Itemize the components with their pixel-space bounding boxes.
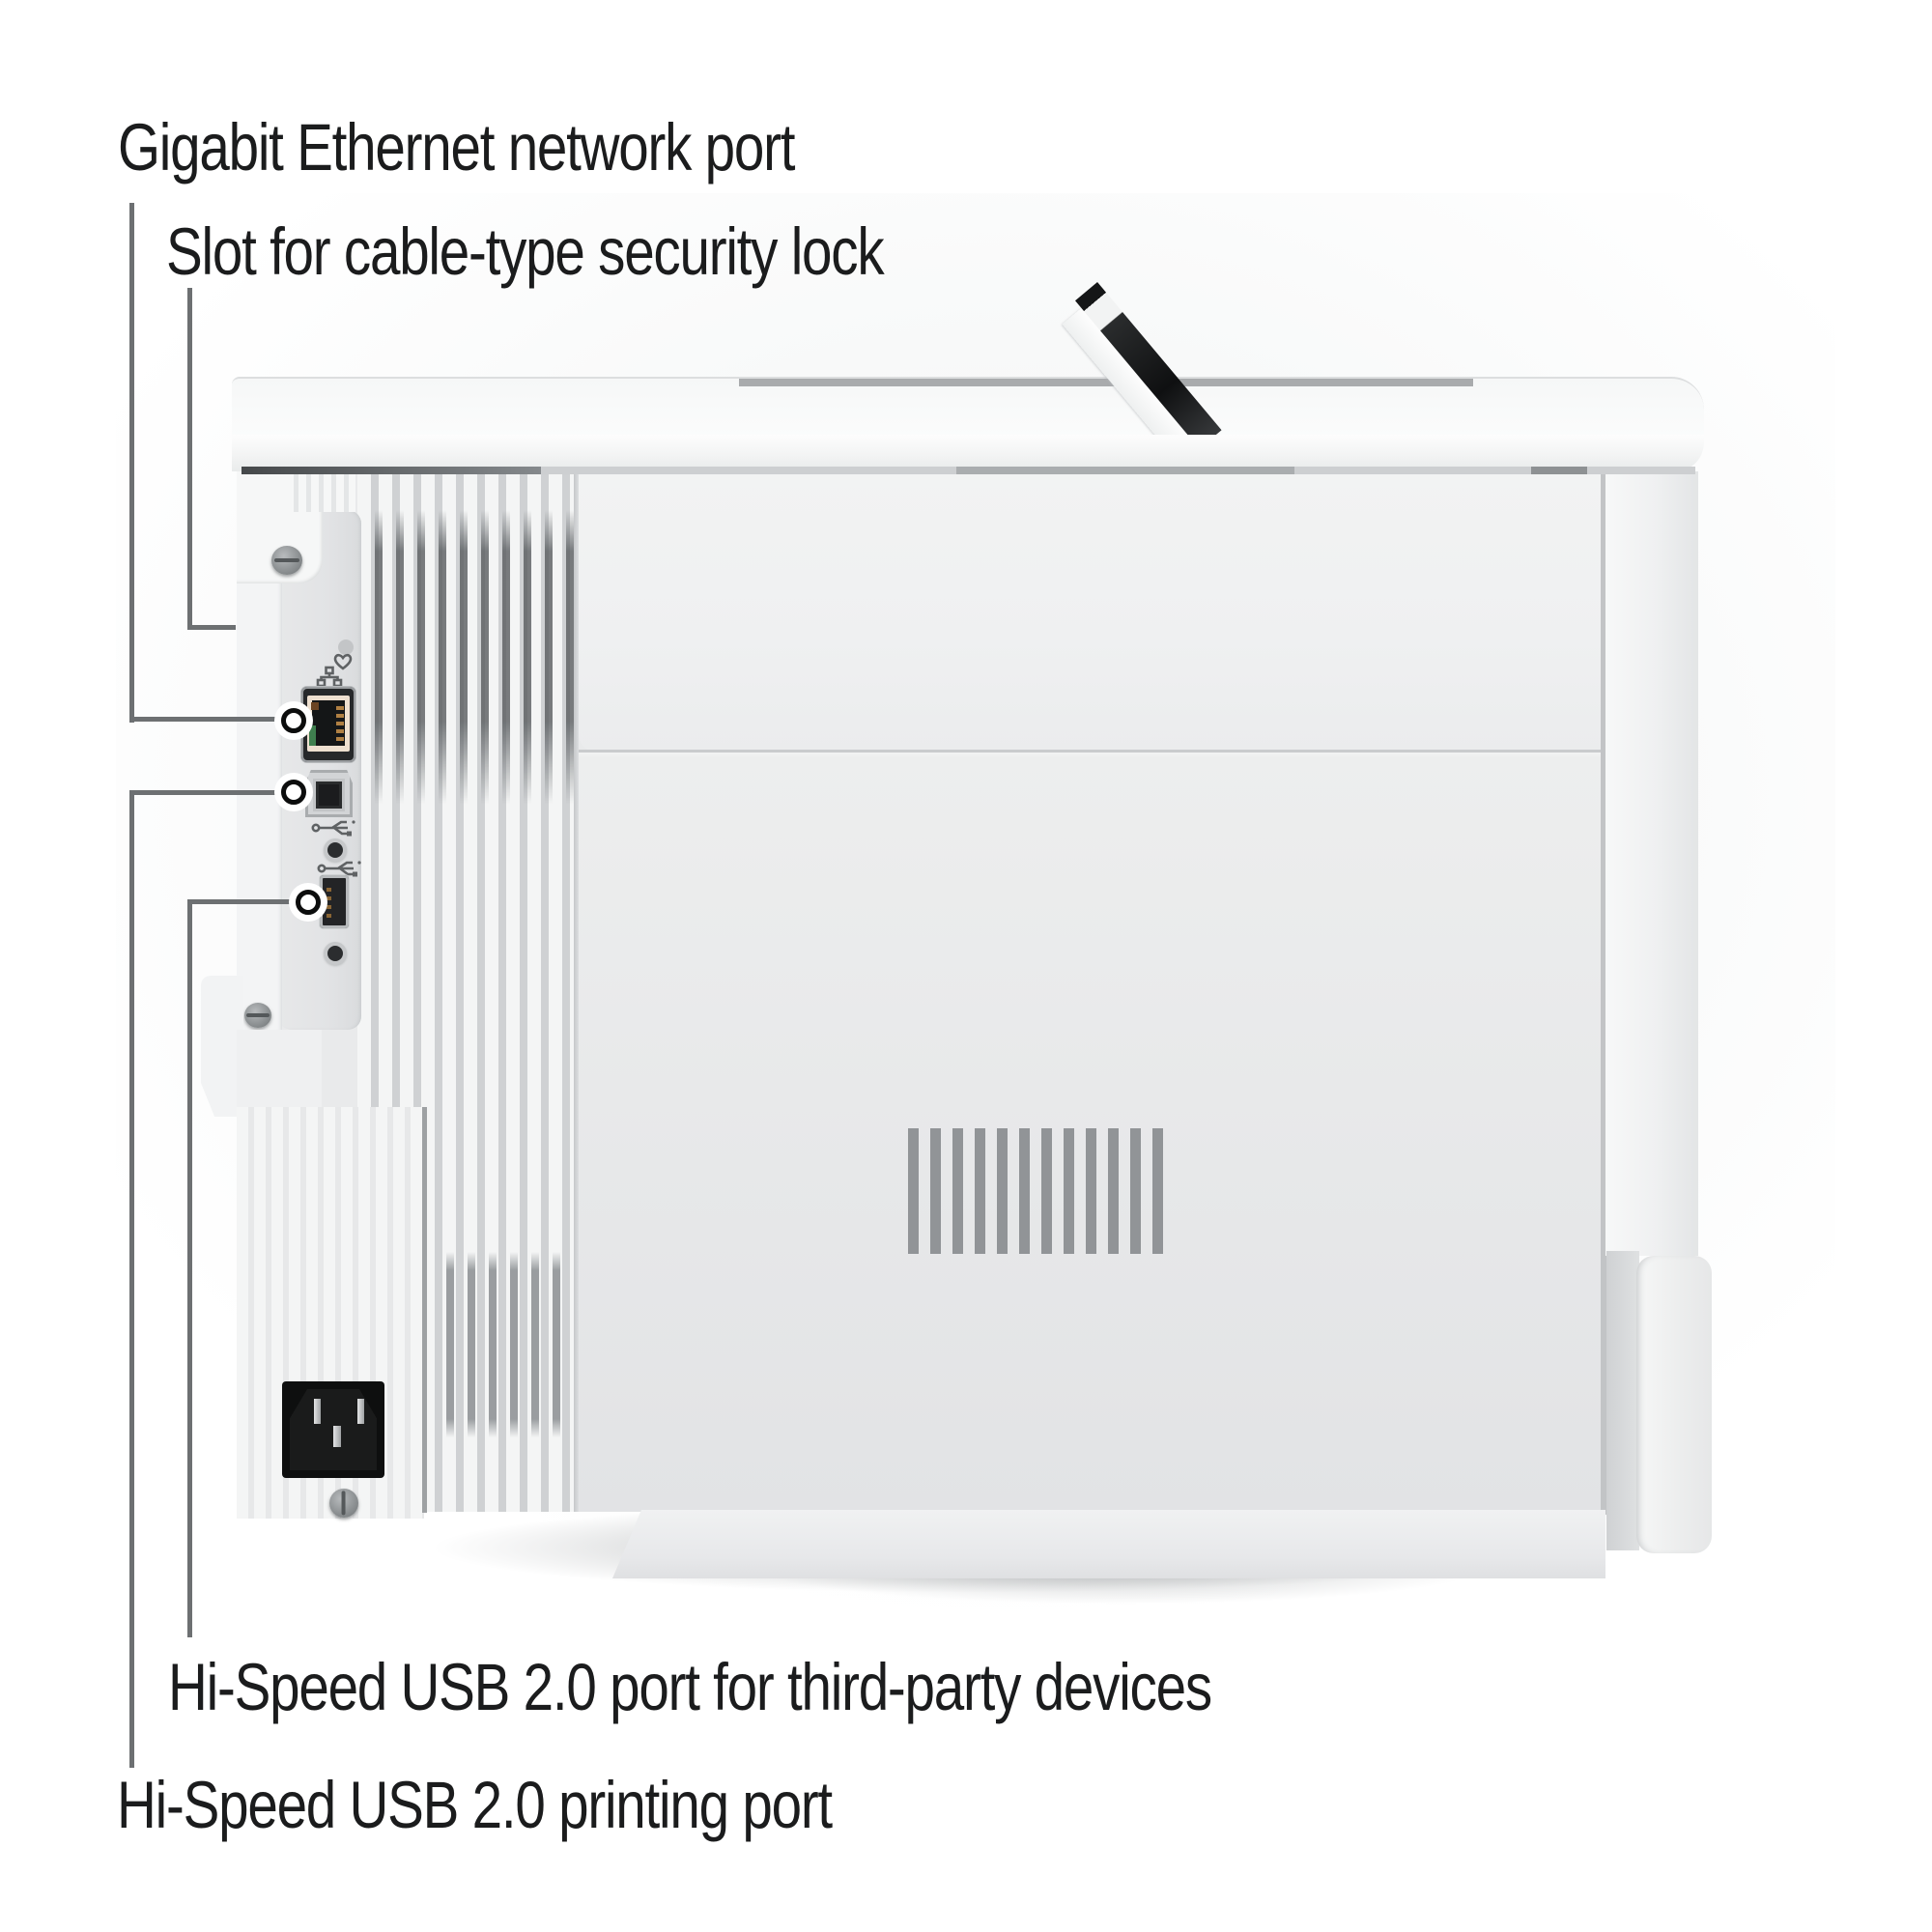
status-dot (338, 639, 354, 655)
door-horizontal-seam (579, 750, 1608, 753)
network-icon (316, 666, 343, 688)
ethernet-port (301, 687, 355, 762)
right-column-seam (1601, 471, 1606, 1515)
usb-b-opening (313, 779, 345, 811)
lid-seam-dark-left (242, 467, 541, 474)
power-pin-left (314, 1399, 321, 1424)
door-left-seam (574, 471, 579, 1512)
door-horizontal-seam-highlight (579, 753, 1608, 758)
vent-open-slots (361, 510, 576, 804)
bracket-ribs (286, 471, 355, 512)
rear-door-upper (579, 471, 1608, 752)
right-side-column (1605, 471, 1698, 1256)
lid-seam-dark-right (1531, 467, 1587, 474)
callout-marker-ethernet (274, 701, 313, 740)
callout-marker-usb-a (289, 883, 327, 922)
screw-slot (273, 558, 300, 563)
screw-top (271, 546, 302, 575)
callout-marker-usb-b (274, 773, 313, 811)
callout-line-ethernet-h (129, 717, 277, 722)
vent-lower-slots (433, 1252, 570, 1437)
center-vent-grille (908, 1128, 1167, 1254)
callout-line-ethernet-v (129, 203, 134, 723)
screw-slot (246, 1013, 270, 1017)
power-pin-right (357, 1399, 364, 1424)
callout-line-lockslot-h (187, 625, 236, 630)
label-security-slot: Slot for cable-type security lock (166, 214, 885, 289)
lid-seam-gray-mid (956, 467, 1294, 474)
usb-icon (311, 820, 355, 837)
hinge-column-upper (237, 1030, 322, 1111)
screw-bottom (244, 1003, 271, 1028)
ethernet-pins (336, 704, 344, 741)
power-inlet (282, 1381, 384, 1478)
top-lid-surface (232, 377, 1704, 439)
power-pin-center (333, 1426, 341, 1447)
label-usb-host: Hi-Speed USB 2.0 port for third-party de… (168, 1650, 1212, 1724)
hinge-tab (201, 976, 243, 1117)
usb-a-contacts (327, 885, 331, 918)
callout-line-lockslot-v (187, 288, 192, 630)
callout-line-usbprint-v (129, 790, 134, 1768)
screw-slot (342, 1491, 346, 1516)
usb-icon (317, 861, 361, 877)
lid-edge-recess (739, 379, 1473, 386)
round-socket-lower (327, 946, 343, 961)
heart-icon (333, 653, 353, 670)
label-usb-print: Hi-Speed USB 2.0 printing port (117, 1768, 833, 1842)
ethernet-led-amber (311, 702, 319, 710)
callout-line-usbprint-h (129, 790, 277, 795)
hinge-seam (422, 1107, 427, 1513)
top-lid-back-face (232, 435, 1704, 471)
callout-line-usbhost-h (187, 899, 296, 904)
round-socket-upper (327, 842, 343, 858)
label-ethernet: Gigabit Ethernet network port (118, 110, 795, 185)
bottom-base (612, 1510, 1605, 1578)
right-foot-gap (1606, 1251, 1639, 1550)
ethernet-led-green (309, 725, 316, 746)
usb-b-device-port (305, 770, 353, 817)
right-foot (1636, 1256, 1712, 1553)
screw-power (329, 1489, 358, 1518)
callout-line-usbhost-v (187, 899, 192, 1637)
